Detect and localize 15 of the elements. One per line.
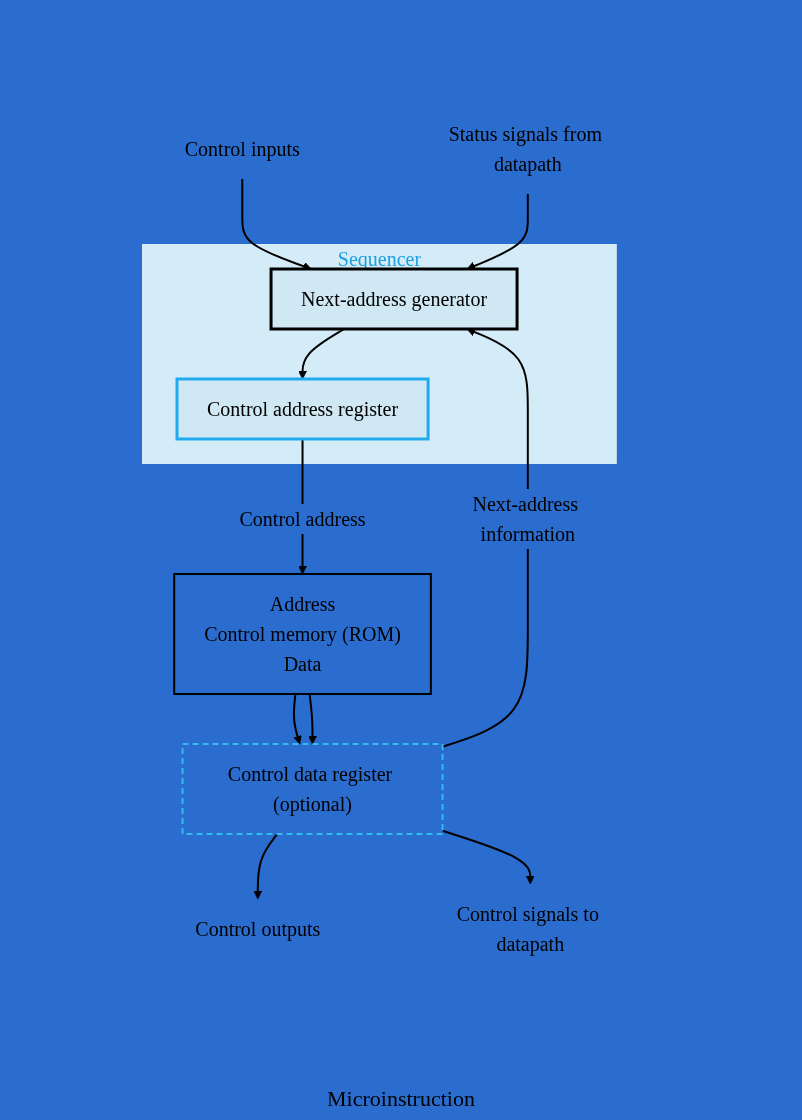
node-box: Control data register (optional) (181, 743, 444, 835)
arrow (292, 693, 302, 745)
edge-label: Next-address information (472, 492, 578, 545)
arrow (441, 829, 535, 885)
node-box: Next-address generator (269, 267, 519, 331)
node-text: Control inputs (184, 138, 300, 160)
arrow (308, 693, 317, 745)
node-text: Control signals to datapath (456, 902, 599, 955)
node-box: Control address register (175, 377, 430, 441)
edge-label: Control address (239, 507, 366, 530)
node-box: Address Control memory (ROM) Data (173, 573, 432, 695)
arrow (253, 833, 279, 900)
node-text: Status signals from datapath (448, 123, 602, 175)
note-text: Microinstruction (327, 1086, 475, 1112)
node-text: Control outputs (195, 917, 321, 940)
